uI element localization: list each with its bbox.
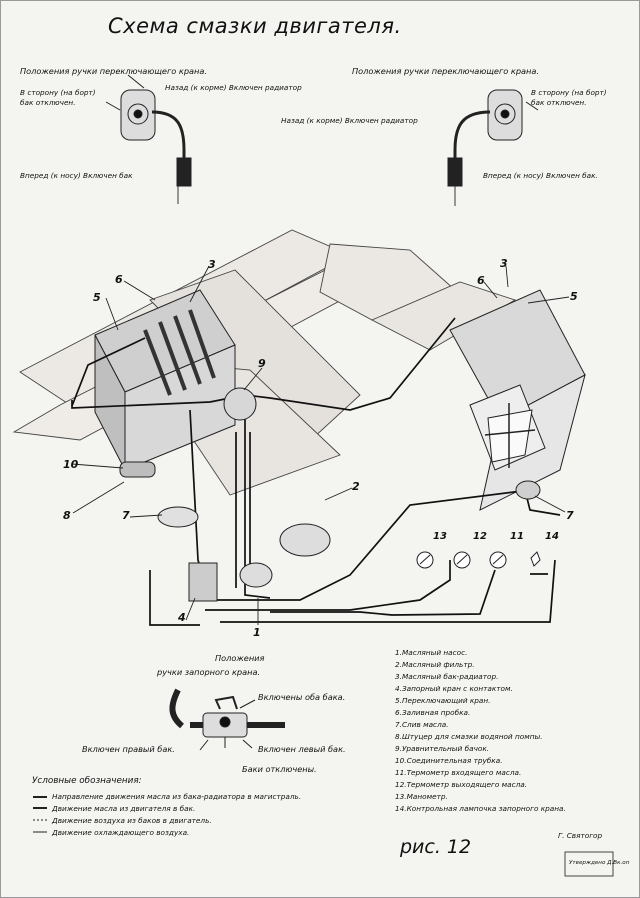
signature: Г. Святогор — [558, 831, 603, 840]
part-13: 13.Манометр. — [395, 792, 448, 801]
oil-piping — [71, 317, 561, 626]
left-valve-side-2: бак отключен. — [20, 98, 76, 107]
callout-lines — [71, 186, 570, 625]
right-valve-back: Назад (к корме) Включен радиатор — [281, 116, 418, 125]
right-valve-side-1: В сторону (на борт) — [531, 88, 607, 97]
left-oil-tank-radiator — [94, 289, 236, 471]
callout-4: 4 — [178, 611, 186, 624]
part-8: 8.Штуцер для смазки водяной помпы. — [395, 732, 543, 741]
part-5: 5.Переключающий кран. — [395, 696, 491, 705]
callout-10: 10 — [63, 458, 79, 471]
part-11: 11.Термометр входящего масла. — [395, 768, 522, 777]
right-valve-side-2: бак отключен. — [531, 98, 587, 107]
callout-8: 8 — [63, 509, 71, 522]
legend-item-3: Движение воздуха из баков в двигатель. — [52, 816, 212, 825]
part-2: 2.Масляный фильтр. — [395, 660, 475, 669]
left-valve-side-1: В сторону (на борт) — [20, 88, 96, 97]
part-12: 12.Термометр выходящего масла. — [395, 780, 528, 789]
part-3: 3.Масляный бак-радиатор. — [395, 672, 499, 681]
left-valve-forward: Вперед (к носу) Включен бак — [20, 171, 133, 180]
left-valve-back: Назад (к корме) Включен радиатор — [165, 83, 302, 92]
callout-1: 1 — [253, 626, 261, 639]
callout-9: 9 — [258, 357, 266, 370]
right-valve-heading: Положения ручки переключающего крана. — [352, 66, 540, 76]
approval-stamp-text: Утверждено Д.Вк.оп — [569, 860, 630, 866]
right-switch-valve — [447, 89, 539, 187]
part-9: 9.Уравнительный бачок. — [395, 744, 490, 753]
shutoff-right: Включен правый бак. — [82, 744, 175, 754]
callout-5-left: 5 — [93, 291, 101, 304]
part-1: 1.Масляный насос. — [395, 648, 468, 657]
callout-2: 2 — [352, 480, 360, 493]
pump-filter-group — [119, 387, 541, 602]
shutoff-heading-1: Положения — [215, 653, 265, 663]
callout-3-right: 3 — [500, 257, 508, 270]
figure-label: рис. 12 — [400, 836, 472, 858]
legend-item-1: Направление движения масла из бака-радиа… — [52, 792, 302, 801]
left-switch-valve — [105, 74, 192, 187]
callout-11: 11 — [510, 531, 524, 542]
callout-14: 14 — [545, 531, 559, 542]
part-10: 10.Соединительная трубка. — [395, 756, 503, 765]
callout-7-right: 7 — [566, 509, 574, 522]
right-valve-forward: Вперед (к носу) Включен бак. — [483, 171, 598, 180]
shutoff-off: Баки отключены. — [242, 764, 317, 774]
callout-6-right: 6 — [477, 274, 485, 287]
legend-heading: Условные обозначения: — [32, 776, 142, 786]
callout-3-left: 3 — [208, 258, 216, 271]
callout-13: 13 — [433, 531, 447, 542]
callout-5-right: 5 — [570, 290, 578, 303]
callout-7-left: 7 — [122, 509, 130, 522]
legend-item-4: Движение охлаждающего воздуха. — [52, 828, 190, 837]
shutoff-heading-2: ручки запорного крана. — [157, 667, 261, 677]
approval-stamp — [564, 851, 614, 877]
gauges — [416, 551, 541, 569]
legend-item-2: Движение масла из двигателя в бак. — [52, 804, 196, 813]
part-6: 6.Заливная пробка. — [395, 708, 471, 717]
callout-6-left: 6 — [115, 273, 123, 286]
left-valve-heading: Положения ручки переключающего крана. — [20, 66, 208, 76]
shutoff-both: Включены оба бака. — [258, 692, 346, 702]
shutoff-valve-diagram — [169, 688, 285, 751]
shutoff-left: Включен левый бак. — [258, 744, 346, 754]
part-4: 4.Запорный кран с контактом. — [395, 684, 513, 693]
legend-symbols — [33, 796, 47, 833]
part-14: 14.Контрольная лампочка запорного крана. — [395, 804, 566, 813]
page-title: Схема смазки двигателя. — [108, 14, 402, 38]
part-7: 7.Слив масла. — [395, 720, 449, 729]
right-oil-tank-radiator — [449, 289, 586, 511]
callout-12: 12 — [473, 531, 487, 542]
